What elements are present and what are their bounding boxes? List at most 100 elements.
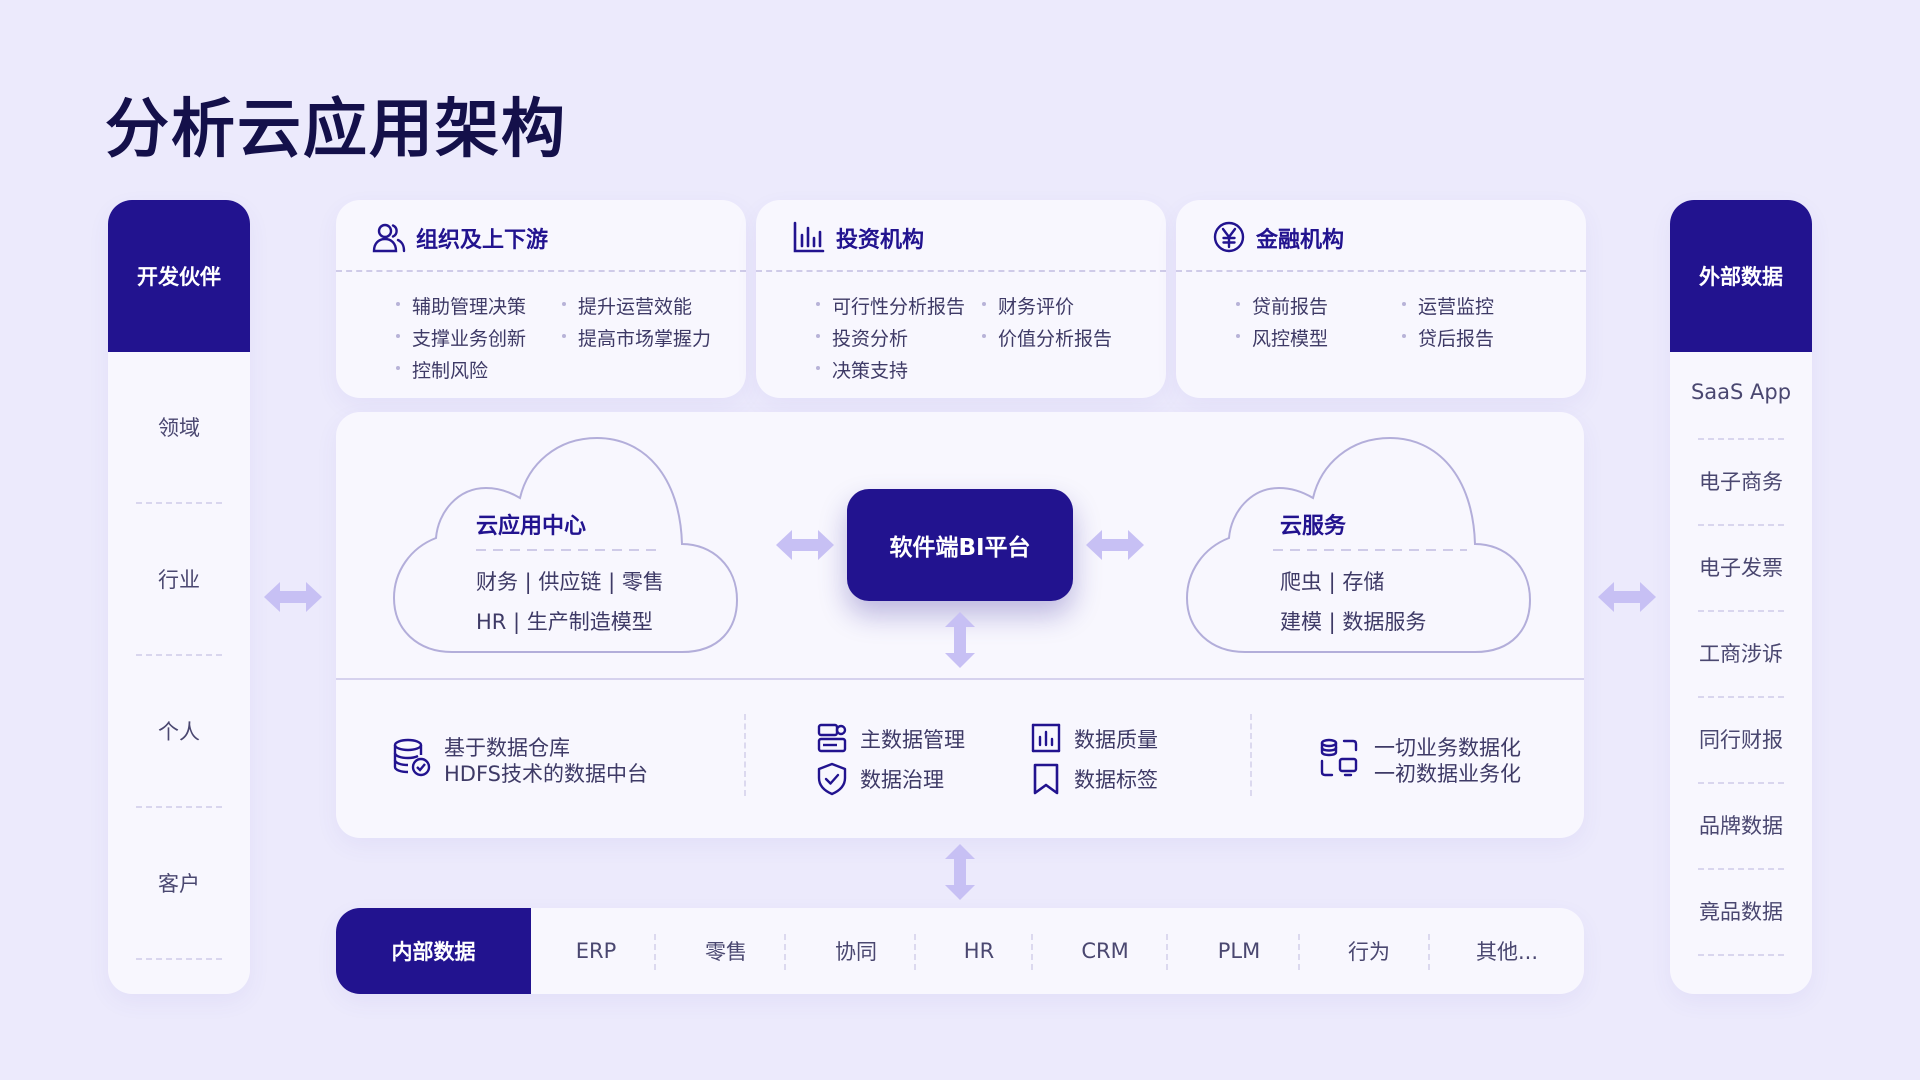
double-arrow-horizontal-icon (264, 582, 322, 612)
yen-coin-icon (1213, 221, 1245, 253)
bullet-item: 提升运营效能 (562, 292, 692, 319)
divider (136, 502, 222, 504)
card-header: 投资机构 (756, 200, 1166, 272)
bi-platform-button[interactable]: 软件端BI平台 (847, 489, 1073, 601)
card-title: 金融机构 (1256, 228, 1345, 253)
double-arrow-vertical-icon (945, 612, 975, 668)
divider (784, 934, 786, 970)
bullet-item: 可行性分析报告 (816, 292, 965, 319)
right-item-peer-reports: 同行财报 (1699, 728, 1783, 752)
bullet-item: 贷后报告 (1402, 324, 1494, 351)
right-item-einvoice: 电子发票 (1699, 556, 1783, 580)
governance-label: 数据治理 (860, 768, 944, 792)
card-organization: 组织及上下游 辅助管理决策 支撑业务创新 控制风险 提升运营效能 提高市场掌握力 (336, 200, 746, 398)
divider (1250, 714, 1252, 796)
divider (1698, 610, 1784, 612)
digitalization-text: 一切业务数据化 (1374, 736, 1521, 760)
cloud-left-line: 财务 | 供应链 | 零售 (476, 570, 664, 594)
divider (1698, 954, 1784, 956)
internal-item-retail[interactable]: 零售 (705, 940, 747, 964)
divider (136, 958, 222, 960)
double-arrow-horizontal-icon (1598, 582, 1656, 612)
divider (654, 934, 656, 970)
left-item-customer: 客户 (158, 872, 200, 896)
users-icon (372, 223, 406, 253)
internal-item-hr[interactable]: HR (963, 939, 995, 963)
left-item-industry: 行业 (158, 568, 200, 592)
internal-item-plm[interactable]: PLM (1217, 939, 1261, 963)
double-arrow-horizontal-icon (776, 530, 834, 560)
divider (336, 678, 1584, 680)
master-data-icon (817, 723, 847, 753)
cloud-left-title: 云应用中心 (476, 514, 587, 539)
divider (1298, 934, 1300, 970)
right-panel-external-data: 外部数据 SaaS App 电子商务 电子发票 工商涉诉 同行财报 品牌数据 竟… (1670, 200, 1812, 994)
cloud-left-line: HR | 生产制造模型 (476, 610, 653, 634)
double-arrow-vertical-icon (945, 844, 975, 900)
cloud-right-line: 建模 | 数据服务 (1280, 610, 1427, 634)
digitalization-text: 一初数据业务化 (1374, 762, 1521, 786)
right-item-competitor-data: 竟品数据 (1699, 900, 1783, 924)
divider (914, 934, 916, 970)
divider (136, 806, 222, 808)
bullet-item: 运营监控 (1402, 292, 1494, 319)
digitalization-icon (1320, 738, 1358, 777)
internal-data-header: 内部数据 (336, 908, 531, 994)
divider (1166, 934, 1168, 970)
bar-chart-icon (793, 221, 825, 253)
internal-item-collab[interactable]: 协同 (835, 940, 877, 964)
page-title: 分析云应用架构 (105, 93, 567, 167)
card-header: 金融机构 (1176, 200, 1586, 272)
divider (1428, 934, 1430, 970)
bullet-item: 支撑业务创新 (396, 324, 526, 351)
bullet-item: 财务评价 (982, 292, 1074, 319)
quality-label: 数据质量 (1074, 728, 1158, 752)
tags-label: 数据标签 (1074, 768, 1158, 792)
internal-item-others[interactable]: 其他... (1475, 940, 1539, 964)
double-arrow-horizontal-icon (1086, 530, 1144, 560)
card-title: 投资机构 (836, 228, 925, 253)
divider (1031, 934, 1033, 970)
warehouse-text: HDFS技术的数据中台 (444, 762, 649, 786)
bullet-item: 决策支持 (816, 356, 908, 383)
divider (1698, 524, 1784, 526)
divider (744, 714, 746, 796)
master-data-label: 主数据管理 (860, 728, 965, 752)
card-investment: 投资机构 可行性分析报告 投资分析 决策支持 财务评价 价值分析报告 (756, 200, 1166, 398)
internal-item-behavior[interactable]: 行为 (1348, 940, 1390, 964)
left-panel-partners: 开发伙伴 领域 行业 个人 客户 (108, 200, 250, 994)
divider (1698, 438, 1784, 440)
left-panel-header: 开发伙伴 (108, 200, 250, 352)
bookmark-tag-icon (1033, 763, 1059, 795)
card-financial: 金融机构 贷前报告 风控模型 运营监控 贷后报告 (1176, 200, 1586, 398)
right-panel-header: 外部数据 (1670, 200, 1812, 352)
bullet-item: 投资分析 (816, 324, 908, 351)
shield-check-icon (817, 762, 847, 796)
internal-item-crm[interactable]: CRM (1081, 939, 1129, 963)
bullet-item: 贷前报告 (1236, 292, 1328, 319)
internal-item-erp[interactable]: ERP (575, 939, 617, 963)
card-header: 组织及上下游 (336, 200, 746, 272)
divider (1698, 868, 1784, 870)
card-title: 组织及上下游 (416, 228, 549, 253)
right-item-saas: SaaS App (1690, 380, 1792, 404)
divider (136, 654, 222, 656)
divider (1698, 696, 1784, 698)
internal-data-bar: 内部数据 ERP 零售 协同 HR CRM PLM 行为 其他... (336, 908, 1584, 994)
right-item-brand-data: 品牌数据 (1699, 814, 1783, 838)
bullet-item: 控制风险 (396, 356, 488, 383)
right-item-litigation: 工商涉诉 (1699, 642, 1783, 666)
bullet-item: 风控模型 (1236, 324, 1328, 351)
cloud-right-title: 云服务 (1280, 514, 1347, 539)
bullet-item: 价值分析报告 (982, 324, 1112, 351)
database-check-icon (393, 738, 431, 777)
left-item-domain: 领域 (158, 416, 200, 440)
cloud-shape-left (392, 436, 739, 653)
bullet-item: 辅助管理决策 (396, 292, 526, 319)
cloud-right-line: 爬虫 | 存储 (1280, 570, 1385, 594)
cloud-shape-right (1185, 436, 1532, 653)
bullet-item: 提高市场掌握力 (562, 324, 711, 351)
data-quality-icon (1031, 723, 1061, 753)
right-item-ecommerce: 电子商务 (1699, 470, 1783, 494)
divider (1698, 782, 1784, 784)
